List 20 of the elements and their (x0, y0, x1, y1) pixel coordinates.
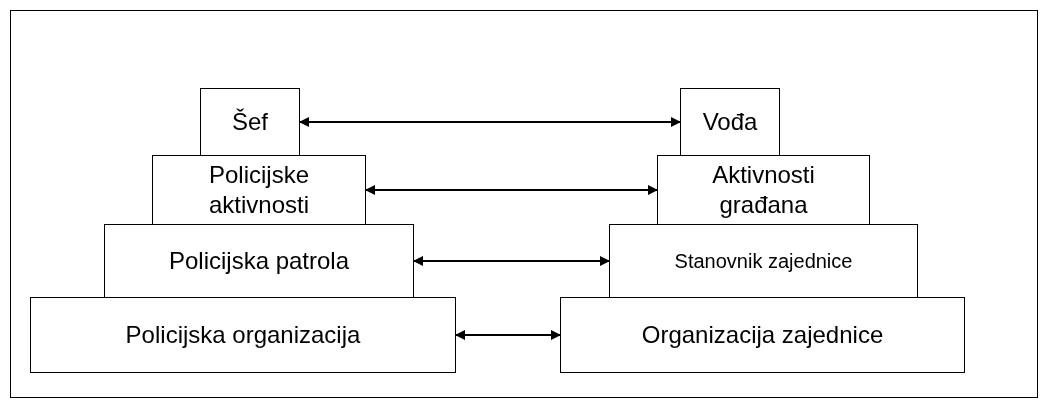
process-box (680, 88, 780, 156)
double-arrow (365, 185, 658, 195)
process-box (609, 224, 918, 298)
double-arrow (455, 330, 561, 340)
box-label: Stanovnik zajednice (674, 249, 853, 274)
process-box (152, 155, 366, 225)
double-arrow (299, 117, 681, 127)
box-label: Policijska organizacija (125, 320, 361, 350)
process-box (30, 297, 456, 373)
process-box (560, 297, 965, 373)
process-box (200, 88, 300, 156)
box-label: Policijske aktivnosti (207, 160, 310, 220)
double-arrow (413, 256, 610, 266)
box-label: Šef (232, 107, 268, 137)
box-label: Vođa (702, 107, 758, 137)
process-box (657, 155, 870, 225)
box-label: Policijska patrola (168, 246, 350, 276)
box-label: Organizacija zajednice (641, 320, 884, 350)
box-label: Aktivnosti građana (711, 160, 816, 220)
process-box (104, 224, 414, 298)
